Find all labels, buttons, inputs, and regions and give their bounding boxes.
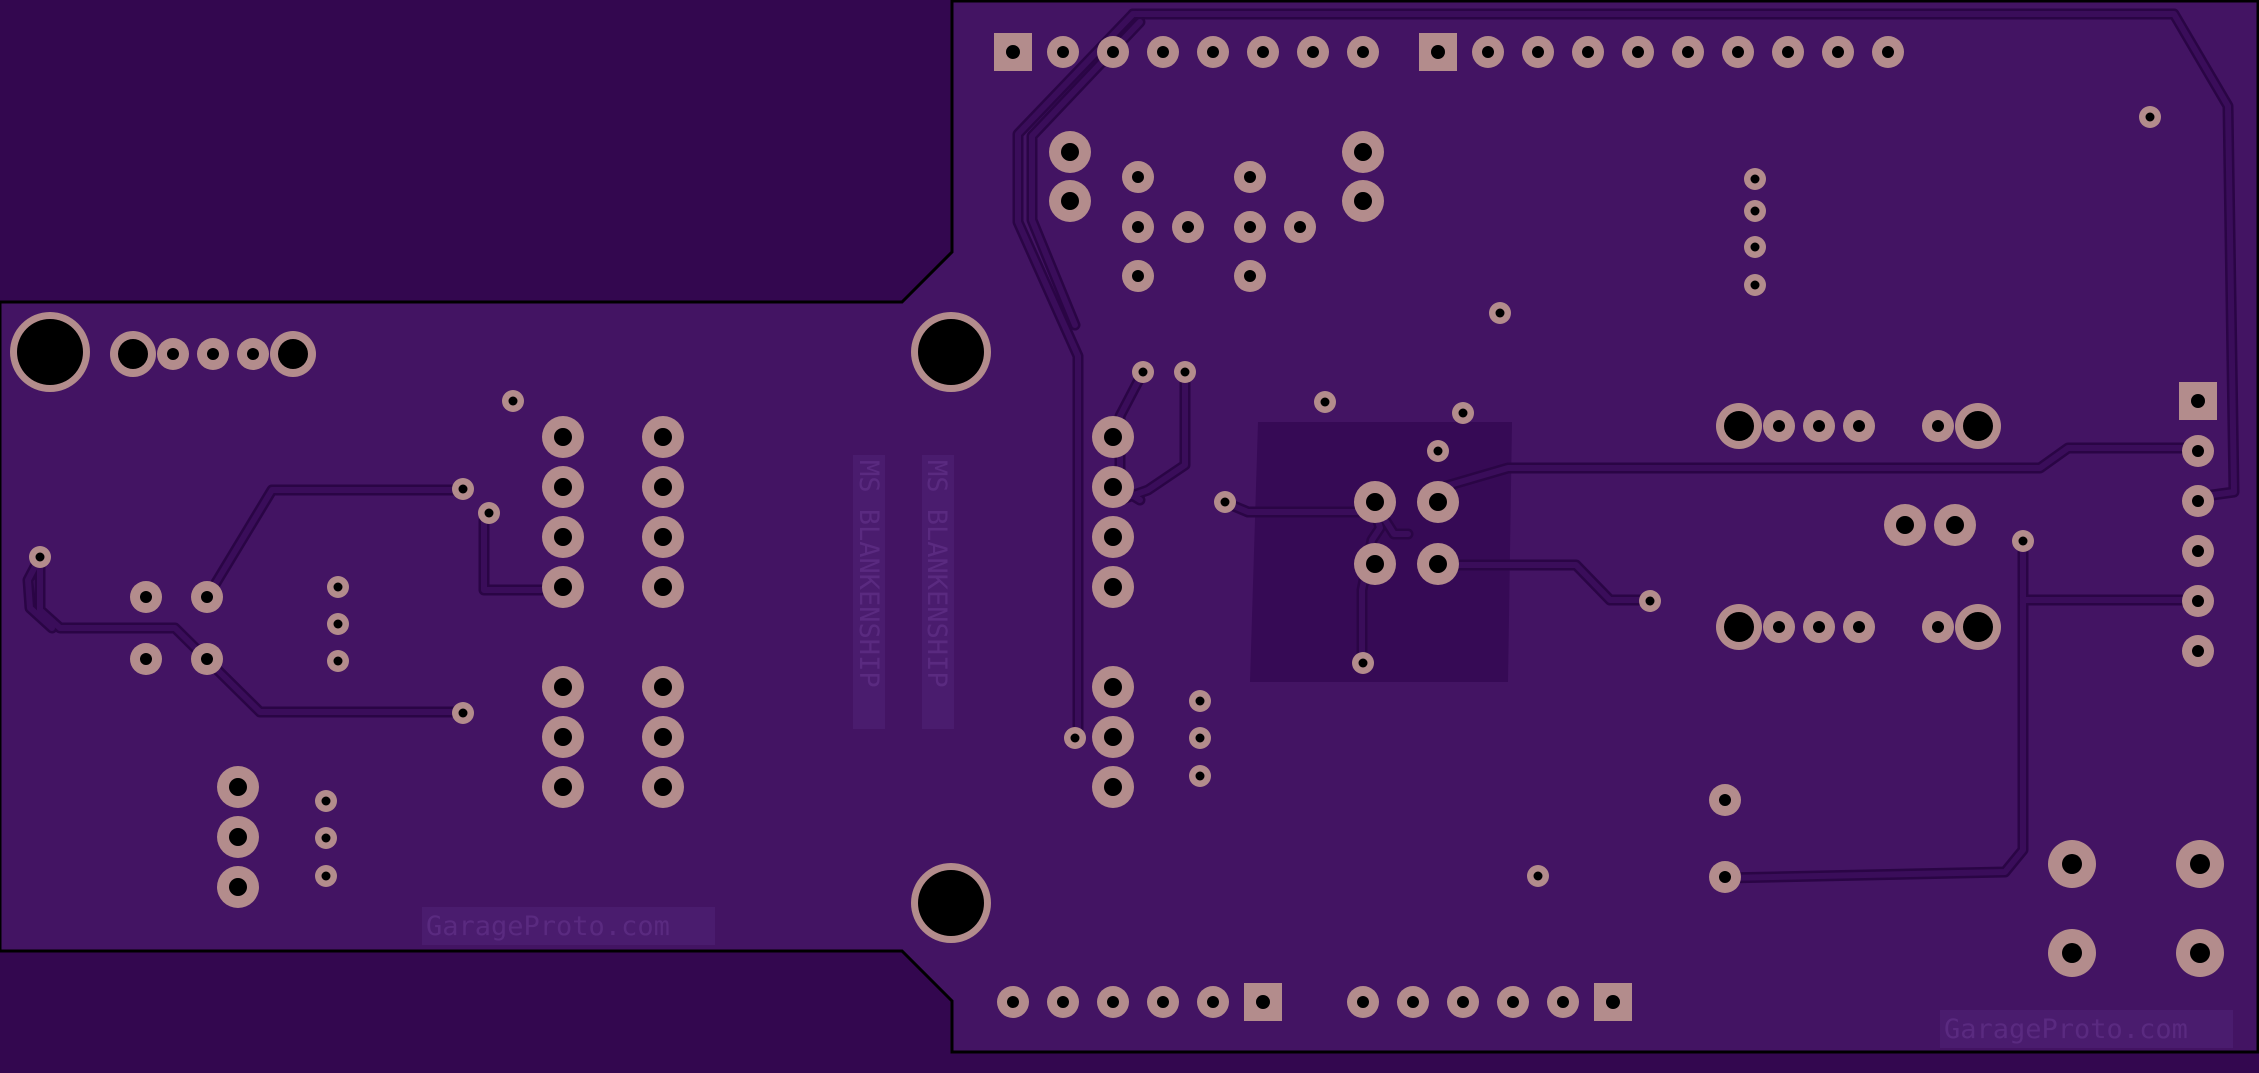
mounting-hole — [10, 312, 90, 392]
mounting-hole — [911, 312, 991, 392]
svg-text:GarageProto.com: GarageProto.com — [1944, 1014, 2188, 1045]
silkscreen-website-label-left: GarageProto.com — [422, 907, 715, 945]
svg-text:MS BLANKENSHIP: MS BLANKENSHIP — [921, 460, 952, 688]
silkscreen-website-label-right: GarageProto.com — [1940, 1010, 2233, 1048]
mounting-holes — [10, 312, 991, 943]
silkscreen-designer-label-1: MS BLANKENSHIP — [853, 455, 885, 729]
mounting-hole — [911, 863, 991, 943]
svg-text:GarageProto.com: GarageProto.com — [426, 911, 670, 942]
svg-text:MS BLANKENSHIP: MS BLANKENSHIP — [853, 460, 884, 688]
silkscreen-designer-label-2: MS BLANKENSHIP — [921, 455, 954, 729]
